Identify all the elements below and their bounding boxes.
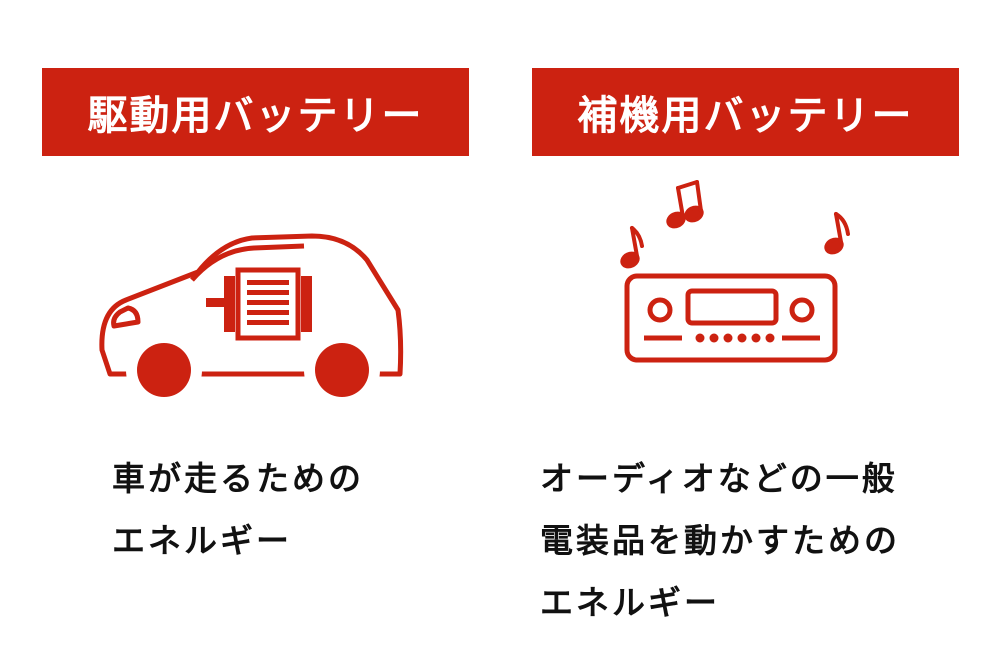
description-line: 車が走るための: [112, 459, 364, 498]
drive-battery-title: 駆動用バッテリー: [42, 68, 469, 156]
radio-music-icon: [532, 160, 962, 420]
drive-battery-description: 車が走るための エネルギー: [112, 448, 364, 572]
panel-auxiliary-battery: 補機用バッテリー: [532, 0, 962, 657]
description-line: エネルギー: [112, 521, 292, 560]
description-line: オーディオなどの一般: [540, 459, 898, 498]
auxiliary-battery-title: 補機用バッテリー: [532, 68, 959, 156]
auxiliary-battery-description: オーディオなどの一般 電装品を動かすための エネルギー: [540, 448, 900, 634]
description-line: エネルギー: [540, 583, 720, 622]
panel-drive-battery: 駆動用バッテリー: [42, 0, 472, 657]
description-line: 電装品を動かすための: [540, 521, 900, 560]
car-motor-icon: [42, 160, 472, 420]
